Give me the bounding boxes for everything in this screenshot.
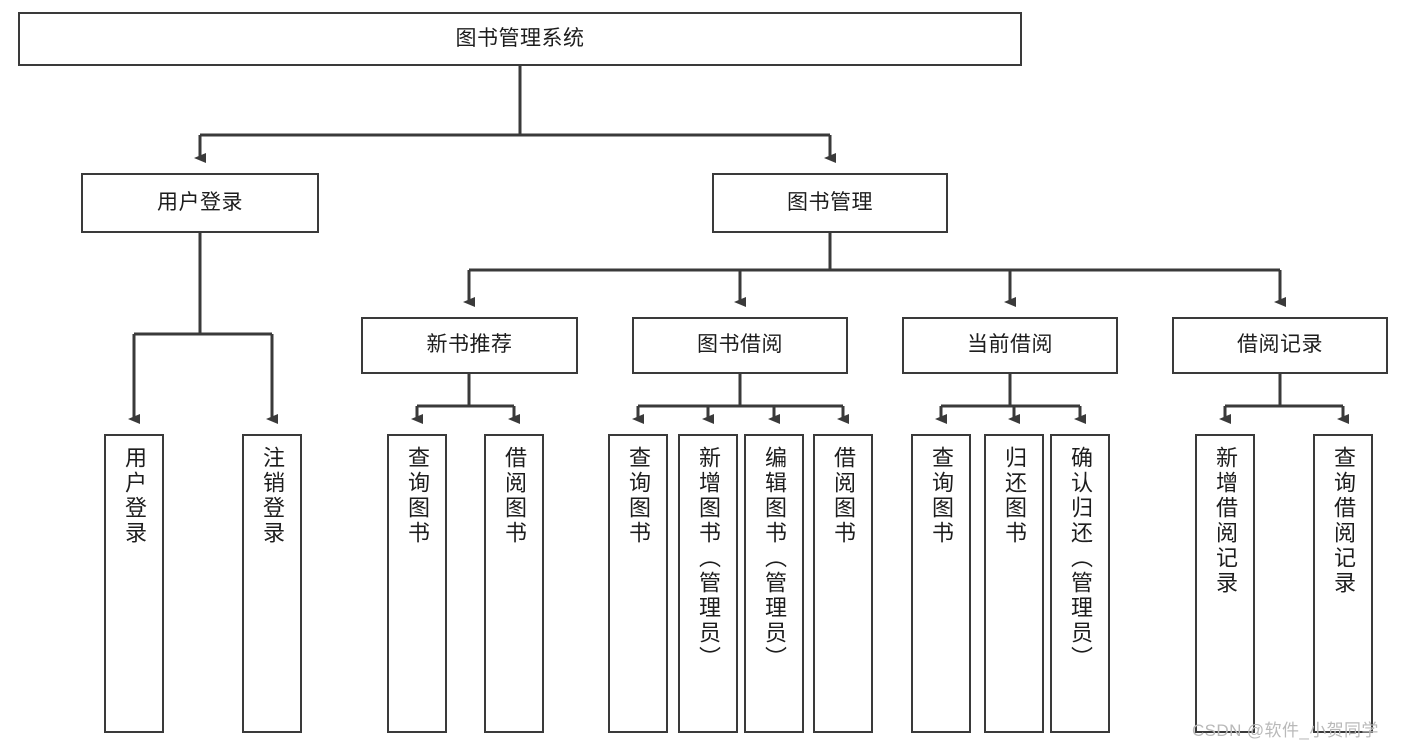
node-root[interactable]: 图书管理系统 xyxy=(18,12,1022,66)
leaf-query-book-borrow-label: 查询图书 xyxy=(625,446,651,546)
node-new-book-recommend-label: 新书推荐 xyxy=(426,333,513,357)
node-book-management-label: 图书管理 xyxy=(787,190,873,214)
node-current-borrow[interactable]: 当前借阅 xyxy=(902,317,1118,374)
leaf-add-borrow-record[interactable]: 新增借阅记录 xyxy=(1195,434,1255,733)
leaf-return-book[interactable]: 归还图书 xyxy=(984,434,1044,733)
leaf-query-borrow-record-label: 查询借阅记录 xyxy=(1330,446,1356,596)
leaf-edit-book-admin[interactable]: 编辑图书（管理员） xyxy=(744,434,804,733)
leaf-logout[interactable]: 注销登录 xyxy=(242,434,302,733)
leaf-confirm-return-admin[interactable]: 确认归还（管理员） xyxy=(1050,434,1110,733)
leaf-query-book-current[interactable]: 查询图书 xyxy=(911,434,971,733)
leaf-query-borrow-record[interactable]: 查询借阅记录 xyxy=(1313,434,1373,733)
leaf-borrow-book-recommend-label: 借阅图书 xyxy=(501,446,527,546)
csdn-watermark: CSDN @软件_小贺同学 xyxy=(1192,721,1379,740)
node-borrow-record[interactable]: 借阅记录 xyxy=(1172,317,1388,374)
leaf-return-book-label: 归还图书 xyxy=(1001,446,1027,546)
node-user-login[interactable]: 用户登录 xyxy=(81,173,319,233)
leaf-confirm-return-admin-label: 确认归还（管理员） xyxy=(1067,446,1093,671)
leaf-borrow-book-label: 借阅图书 xyxy=(830,446,856,546)
node-new-book-recommend[interactable]: 新书推荐 xyxy=(361,317,578,374)
node-book-borrow[interactable]: 图书借阅 xyxy=(632,317,848,374)
leaf-edit-book-admin-label: 编辑图书（管理员） xyxy=(761,446,787,671)
node-borrow-record-label: 借阅记录 xyxy=(1237,333,1323,357)
node-book-borrow-label: 图书借阅 xyxy=(697,333,783,357)
leaf-borrow-book-recommend[interactable]: 借阅图书 xyxy=(484,434,544,733)
leaf-user-login-label: 用户登录 xyxy=(121,446,147,546)
leaf-query-book-recommend-label: 查询图书 xyxy=(404,446,430,546)
leaf-logout-label: 注销登录 xyxy=(259,446,285,546)
leaf-add-book-admin[interactable]: 新增图书（管理员） xyxy=(678,434,738,733)
leaf-add-book-admin-label: 新增图书（管理员） xyxy=(695,446,721,671)
leaf-query-book-current-label: 查询图书 xyxy=(928,446,954,546)
leaf-query-book-recommend[interactable]: 查询图书 xyxy=(387,434,447,733)
node-root-label: 图书管理系统 xyxy=(455,26,585,50)
node-book-management[interactable]: 图书管理 xyxy=(712,173,948,233)
leaf-query-book-borrow[interactable]: 查询图书 xyxy=(608,434,668,733)
leaf-add-borrow-record-label: 新增借阅记录 xyxy=(1212,446,1238,596)
leaf-user-login[interactable]: 用户登录 xyxy=(104,434,164,733)
leaf-borrow-book[interactable]: 借阅图书 xyxy=(813,434,873,733)
node-current-borrow-label: 当前借阅 xyxy=(967,333,1053,357)
node-user-login-label: 用户登录 xyxy=(157,190,243,214)
